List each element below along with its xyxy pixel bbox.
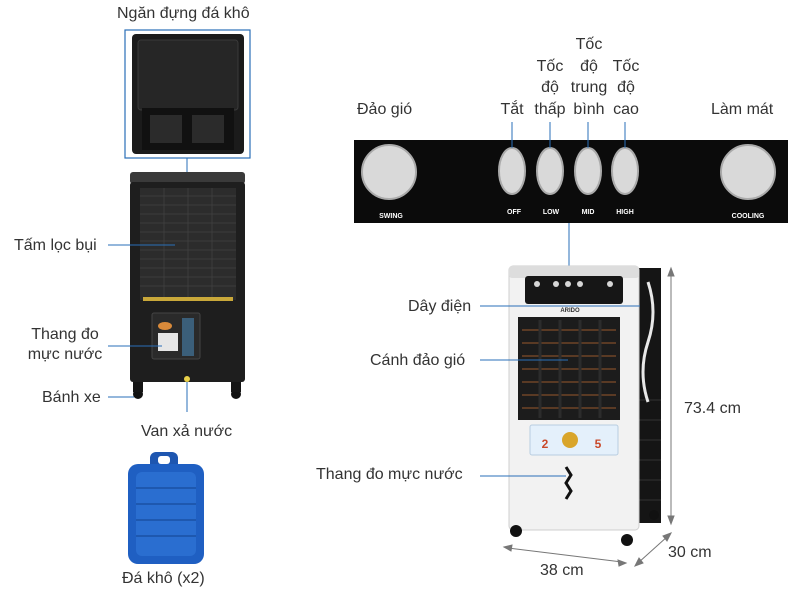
low-button-text: LOW [543, 209, 560, 216]
height-dimension-label: 73.4 cm [684, 400, 741, 417]
swing-button-text: SWING [379, 213, 403, 220]
control-panel: SWING OFF LOW MID HIGH COOLING [354, 140, 788, 223]
width-dimension-label: 38 cm [540, 562, 584, 579]
mid-button-text: MID [582, 209, 595, 216]
ice-pack-label: Đá khô (x2) [122, 570, 205, 587]
wheel-label: Bánh xe [42, 389, 101, 406]
drain-valve-label: Van xả nước [141, 423, 233, 440]
low-label-2: độ [541, 79, 559, 96]
cooler-front-image: ARIDO 2 5 [508, 265, 661, 546]
ice-compartment-label: Ngăn đựng đá khô [117, 5, 250, 22]
brand-logo-text: ARIDO [560, 308, 580, 314]
off-label: Tắt [500, 101, 524, 118]
high-button-text: HIGH [616, 209, 634, 216]
water-gauge-label-left-1: Thang đo [31, 326, 99, 343]
mid-label-2: độ [580, 58, 598, 75]
swing-label: Đảo gió [357, 101, 413, 118]
mid-label-4: bình [573, 101, 605, 118]
mid-label-3: trung [570, 79, 608, 96]
sticker-number-2: 2 [542, 437, 549, 451]
high-label-3: cao [613, 101, 639, 118]
dimension-lines [502, 266, 675, 567]
high-label-1: Tốc [612, 58, 640, 75]
low-label-1: Tốc [536, 58, 564, 75]
water-gauge-label-left-2: mực nước [27, 346, 103, 363]
ice-compartment-image [124, 29, 251, 159]
dust-filter-label: Tấm lọc bụi [14, 237, 97, 254]
mid-label-1: Tốc [575, 36, 603, 53]
low-label-3: thấp [534, 101, 566, 118]
cooling-label: Làm mát [711, 101, 774, 118]
cooler-rear-image [130, 172, 245, 399]
louver-label: Cánh đảo gió [370, 352, 466, 369]
off-button-text: OFF [507, 209, 522, 216]
sticker-number-5: 5 [595, 437, 602, 451]
ice-pack-image [128, 452, 204, 564]
water-gauge-label-right: Thang đo mực nước [316, 466, 463, 483]
high-label-2: độ [617, 79, 635, 96]
power-cord-label: Dây điện [408, 298, 472, 315]
cooling-button-text: COOLING [732, 213, 765, 220]
depth-dimension-label: 30 cm [668, 544, 712, 561]
